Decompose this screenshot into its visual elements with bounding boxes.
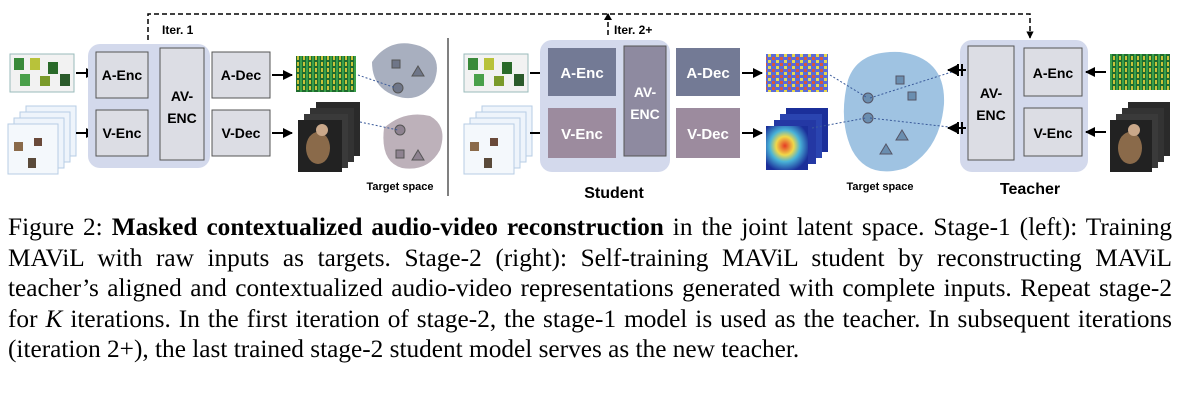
student-audio-prediction-heatmap (766, 54, 828, 92)
stage1-a-dec-label: A-Dec (221, 67, 262, 83)
student-label: Student (584, 185, 644, 202)
teacher-stopgrad-arrows (947, 64, 966, 134)
stage2-masked-video-input (463, 105, 533, 175)
student-av-enc-label-line2: ENC (630, 106, 660, 122)
student-a-dec-label: A-Dec (686, 65, 729, 82)
teacher-label: Teacher (1000, 181, 1060, 198)
student-v-enc-block (548, 108, 616, 158)
student-v-dec-label: V-Dec (687, 126, 729, 143)
stage1-v-dec-block (211, 109, 271, 157)
stage2-target-space-blob (843, 51, 945, 172)
figure-caption: Figure 2: Masked contextualized audio-vi… (8, 212, 1172, 365)
stage2-panel: A-Enc V-Enc AV- ENC A-Dec V-Dec Student (463, 40, 1170, 202)
stage1-target-space-audio-blob (372, 43, 437, 99)
caption-bold-title: Masked contextualized audio-video recons… (111, 213, 664, 241)
stage1-a-dec-block (211, 51, 271, 99)
student-av-enc-block (623, 45, 667, 157)
stage1-masked-video-input (7, 105, 77, 175)
student-a-enc-block (548, 48, 616, 96)
caption-figure-label: Figure 2: (8, 213, 103, 241)
teacher-v-enc-label: V-Enc (1034, 125, 1073, 141)
stage1-panel: A-Enc V-Enc AV- ENC A-Dec V-Dec (7, 43, 443, 193)
stage1-av-enc-label-line1: AV- (171, 88, 194, 104)
stage1-v-dec-label: V-Dec (222, 125, 261, 141)
stage1-target-space-label: Target space (366, 181, 433, 193)
student-av-enc-label-line1: AV- (634, 84, 657, 100)
stage2-target-space-label: Target space (846, 181, 913, 193)
caption-text-part2: iterations. In the first iteration of st… (8, 304, 1172, 364)
caption-k-symbol: K (45, 304, 63, 333)
student-video-prediction-heatmaps (766, 108, 828, 170)
caption-text-part1: in the joint latent space. Stage-1 (left… (8, 213, 1172, 333)
stage1-masked-audio-input (9, 53, 75, 93)
stage1-av-enc-label-line2: ENC (167, 110, 197, 126)
student-v-enc-label: V-Enc (561, 126, 603, 143)
stage1-v-enc-label: V-Enc (103, 125, 142, 141)
figure-diagram: A-Enc V-Enc AV- ENC A-Dec V-Dec (7, 13, 1170, 202)
teacher-av-enc-label-line2: ENC (976, 107, 1006, 123)
teacher-v-enc-block (1023, 107, 1083, 157)
iter2-label: Iter. 2+ (614, 23, 652, 37)
iter1-label: Iter. 1 (162, 23, 194, 37)
stage1-video-target-frames (298, 102, 360, 172)
stage1-v-enc-block (95, 109, 149, 157)
teacher-av-enc-label-line1: AV- (980, 85, 1003, 101)
student-v-dec-block (676, 108, 740, 158)
teacher-audio-input-spectrogram (1110, 54, 1170, 90)
stage1-av-enc-block (159, 47, 205, 161)
iteration-loop-arrow (147, 13, 1034, 40)
stage1-a-enc-block (95, 51, 149, 99)
teacher-a-enc-block (1023, 47, 1083, 97)
student-a-enc-label: A-Enc (560, 65, 603, 82)
stage1-audio-target-spectrogram (296, 56, 356, 92)
stage1-a-enc-label: A-Enc (102, 67, 143, 83)
teacher-video-input-frames (1110, 102, 1170, 172)
student-a-dec-block (676, 48, 740, 96)
teacher-a-enc-label: A-Enc (1033, 65, 1074, 81)
teacher-av-enc-block (967, 45, 1015, 161)
stage2-masked-audio-input (463, 53, 529, 93)
